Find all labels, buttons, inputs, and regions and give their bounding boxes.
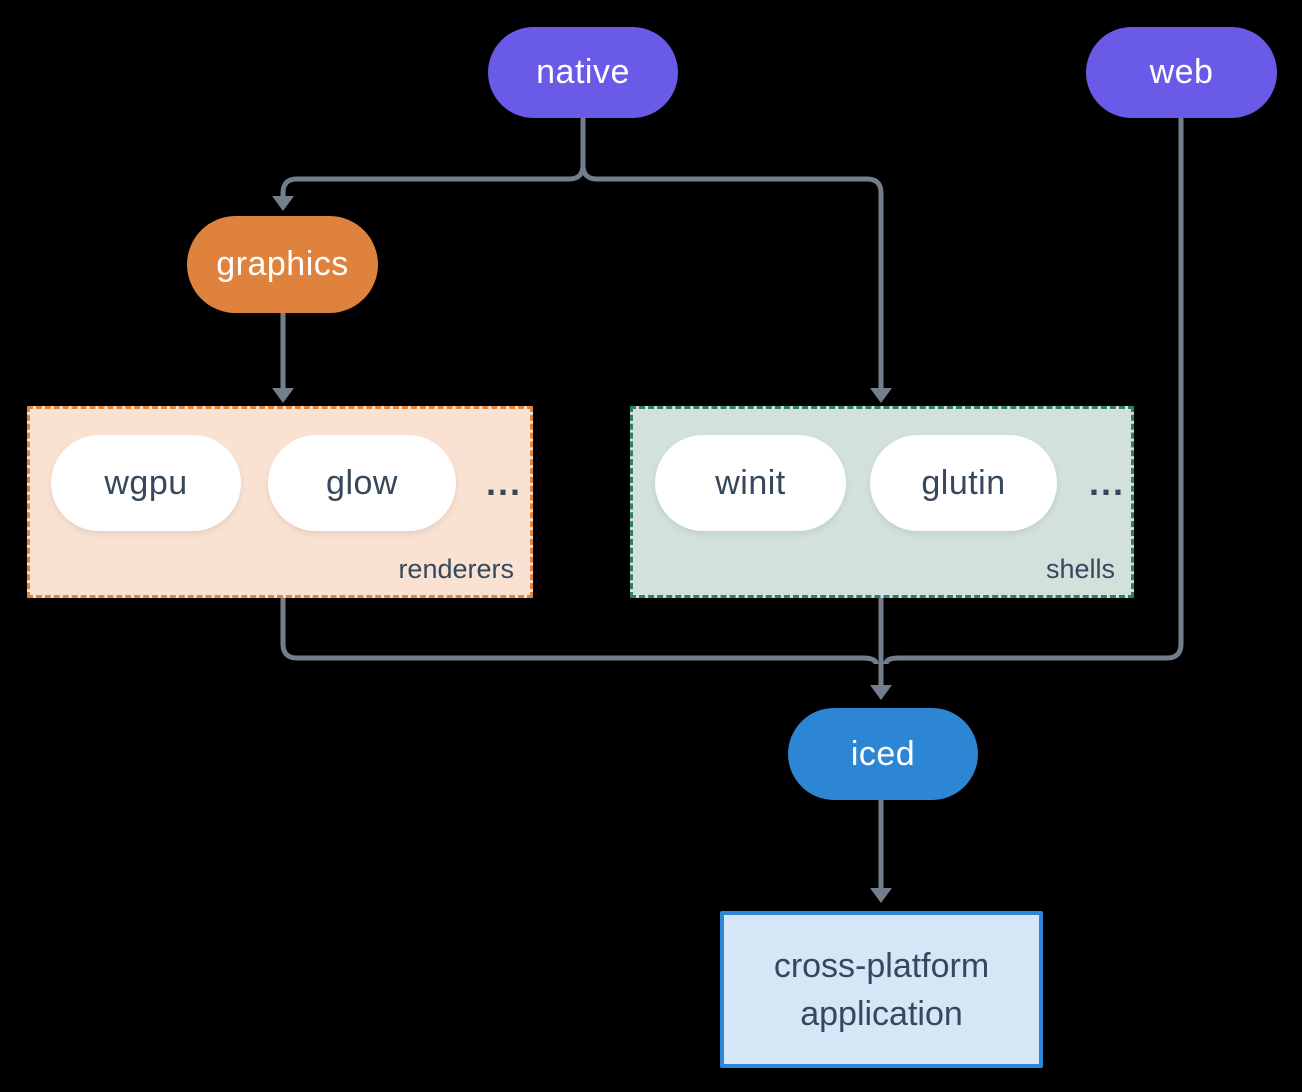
node-iced-label: iced [850,734,916,773]
node-graphics: graphics [187,216,378,313]
wire-native-to-graphics [280,118,586,197]
group-renderers: wgpu glow ... renderers [27,406,533,598]
group-shells: winit glutin ... shells [630,406,1134,598]
node-app-label: cross-platform application [773,946,990,1033]
renderers-group-label: renderers [398,554,514,584]
node-web: web [1086,27,1277,118]
node-graphics-label: graphics [216,245,349,283]
node-winit: winit [655,435,846,531]
arrowhead-into-iced [870,685,892,700]
node-glow-label: glow [326,463,398,502]
node-glutin-label: glutin [921,463,1006,502]
node-glutin: glutin [870,435,1057,531]
node-web-label: web [1149,53,1214,91]
node-cross-platform-application: cross-platform application [720,911,1043,1068]
arrowhead-into-renderers [272,388,294,403]
wire-renderers-to-merge [280,598,879,665]
node-glow: glow [268,435,456,531]
shells-group-label: shells [1045,554,1115,584]
node-native: native [488,27,678,118]
wire-native-to-shells [580,118,884,389]
node-native-label: native [536,53,630,91]
arrowhead-into-app [870,888,892,903]
arrowhead-into-graphics [272,196,294,211]
renderers-ellipsis: ... [485,462,522,503]
arrowhead-into-shells [870,388,892,403]
node-winit-label: winit [715,463,786,502]
node-iced: iced [788,708,978,800]
shells-ellipsis: ... [1088,462,1125,503]
node-wgpu: wgpu [51,435,241,531]
node-wgpu-label: wgpu [104,463,188,502]
